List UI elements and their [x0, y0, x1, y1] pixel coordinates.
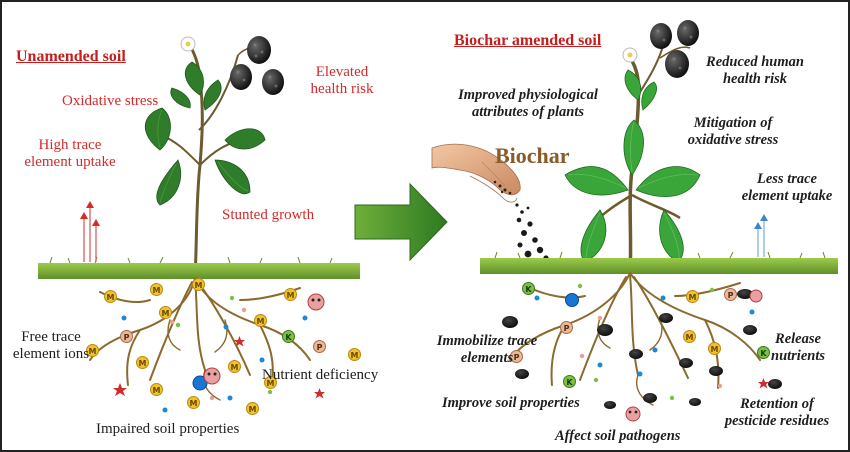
physiological-line-2: attributes of plants	[472, 103, 584, 120]
transition-arrow	[354, 182, 448, 262]
biochar-particles	[502, 289, 782, 409]
high-uptake-line-2: element uptake	[24, 154, 116, 171]
metal-ion-badge: M	[348, 348, 361, 361]
metal-ion-badge: M	[254, 314, 267, 327]
free-ions-line-1: Free trace	[21, 329, 81, 345]
right-grass-blades	[494, 251, 826, 259]
metal-ion-badge: M	[187, 396, 200, 409]
potassium-badge: K	[282, 330, 295, 343]
left-panel-title: Unamended soil	[16, 48, 126, 65]
phosphorus-badge: P	[313, 340, 326, 353]
mitigation-line-1: Mitigation of	[693, 115, 773, 131]
reduced-health-risk-line-1: Reduced human	[706, 54, 804, 70]
pathogens-label: Affect soil pathogens	[555, 428, 681, 444]
high-uptake-line-1: High trace	[38, 137, 102, 153]
physiological-label: Improved physiological attributes of pla…	[446, 87, 610, 120]
mitigation-label: Mitigation of oxidative stress	[678, 115, 788, 148]
left-soil-surface	[38, 263, 360, 279]
improve-soil-label: Improve soil properties	[442, 395, 580, 411]
left-pink-dots	[169, 307, 247, 401]
right-roots	[509, 272, 761, 406]
immobilize-line-2: elements	[460, 349, 514, 366]
metal-ion-badge: M	[136, 356, 149, 369]
metal-ion-badge: M	[150, 283, 163, 296]
elevated-health-risk-line-1: Elevated	[315, 64, 369, 80]
left-nutrient-dots	[121, 315, 308, 413]
potassium-badge: K	[757, 346, 770, 359]
retention-line-1: Retention of	[740, 396, 814, 412]
mitigation-line-2: oxidative stress	[687, 131, 779, 148]
metal-ion-badge: M	[150, 383, 163, 396]
right-nutrient-dots	[534, 293, 755, 377]
right-green-dots	[577, 283, 715, 401]
less-uptake-label: Less trace element uptake	[734, 171, 840, 204]
less-uptake-line-2: element uptake	[741, 187, 833, 204]
left-grass-blades	[49, 256, 333, 264]
oxidative-stress-label: Oxidative stress	[62, 93, 159, 109]
right-soil-surface	[480, 258, 838, 274]
impaired-soil-label: Impaired soil properties	[96, 421, 240, 437]
release-nutrients-label: Release nutrients	[768, 331, 828, 364]
free-ions-label: Free trace element ions	[12, 329, 90, 364]
elevated-health-risk-line-2: health risk	[310, 81, 374, 98]
metal-ion-badge: M	[264, 376, 277, 389]
metal-ion-badge: M	[86, 344, 99, 357]
right-pink-dots	[579, 315, 723, 389]
phosphorus-badge: P	[724, 288, 737, 301]
metal-ion-badge: M	[159, 306, 172, 319]
hand-pouring-biochar	[431, 143, 521, 203]
left-roots	[89, 277, 311, 401]
pathogen-microbes	[203, 289, 763, 422]
metal-ion-badge: M	[192, 278, 205, 291]
release-nutrients-line-1: Release	[775, 331, 821, 347]
falling-biochar	[515, 203, 549, 265]
phosphorus-badge: P	[560, 321, 573, 334]
retention-line-2: pesticide residues	[724, 412, 830, 429]
metal-ion-badge: M	[228, 360, 241, 373]
immobilize-label: Immobilize trace elements	[428, 333, 546, 366]
phosphorus-badge: P	[510, 350, 523, 363]
less-uptake-line-1: Less trace	[757, 171, 817, 187]
nutrient-deficiency-label: Nutrient deficiency	[262, 367, 379, 383]
metal-ion-badge: M	[284, 288, 297, 301]
biochar-label: Biochar	[495, 143, 570, 168]
reduced-health-risk-label: Reduced human health risk	[700, 54, 810, 87]
phosphorus-badge: P	[120, 330, 133, 343]
elevated-health-risk-label: Elevated health risk	[298, 64, 386, 99]
retention-label: Retention of pesticide residues	[712, 396, 842, 429]
free-ions-line-2: element ions	[12, 346, 90, 363]
left-uptake-arrows	[80, 201, 100, 262]
metal-ion-badge: M	[104, 290, 117, 303]
right-uptake-arrows	[754, 214, 768, 257]
potassium-badge: K	[522, 282, 535, 295]
physiological-line-1: Improved physiological	[458, 87, 598, 103]
stunted-growth-label: Stunted growth	[222, 207, 315, 223]
high-uptake-label: High trace element uptake	[10, 137, 130, 172]
metal-ion-badge: M	[246, 402, 259, 415]
metal-ion-badge: M	[708, 342, 721, 355]
release-nutrients-line-2: nutrients	[771, 347, 825, 364]
immobilize-line-1: Immobilize trace	[436, 333, 538, 349]
metal-ion-badge: M	[686, 290, 699, 303]
metal-ion-badge: M	[683, 330, 696, 343]
left-green-dots	[105, 295, 273, 395]
left-plant	[144, 36, 284, 279]
reduced-health-risk-line-2: health risk	[722, 70, 788, 87]
right-panel-title: Biochar amended soil	[454, 32, 602, 49]
right-plant	[564, 20, 701, 273]
potassium-badge: K	[563, 375, 576, 388]
trace-element-stars	[113, 336, 769, 399]
